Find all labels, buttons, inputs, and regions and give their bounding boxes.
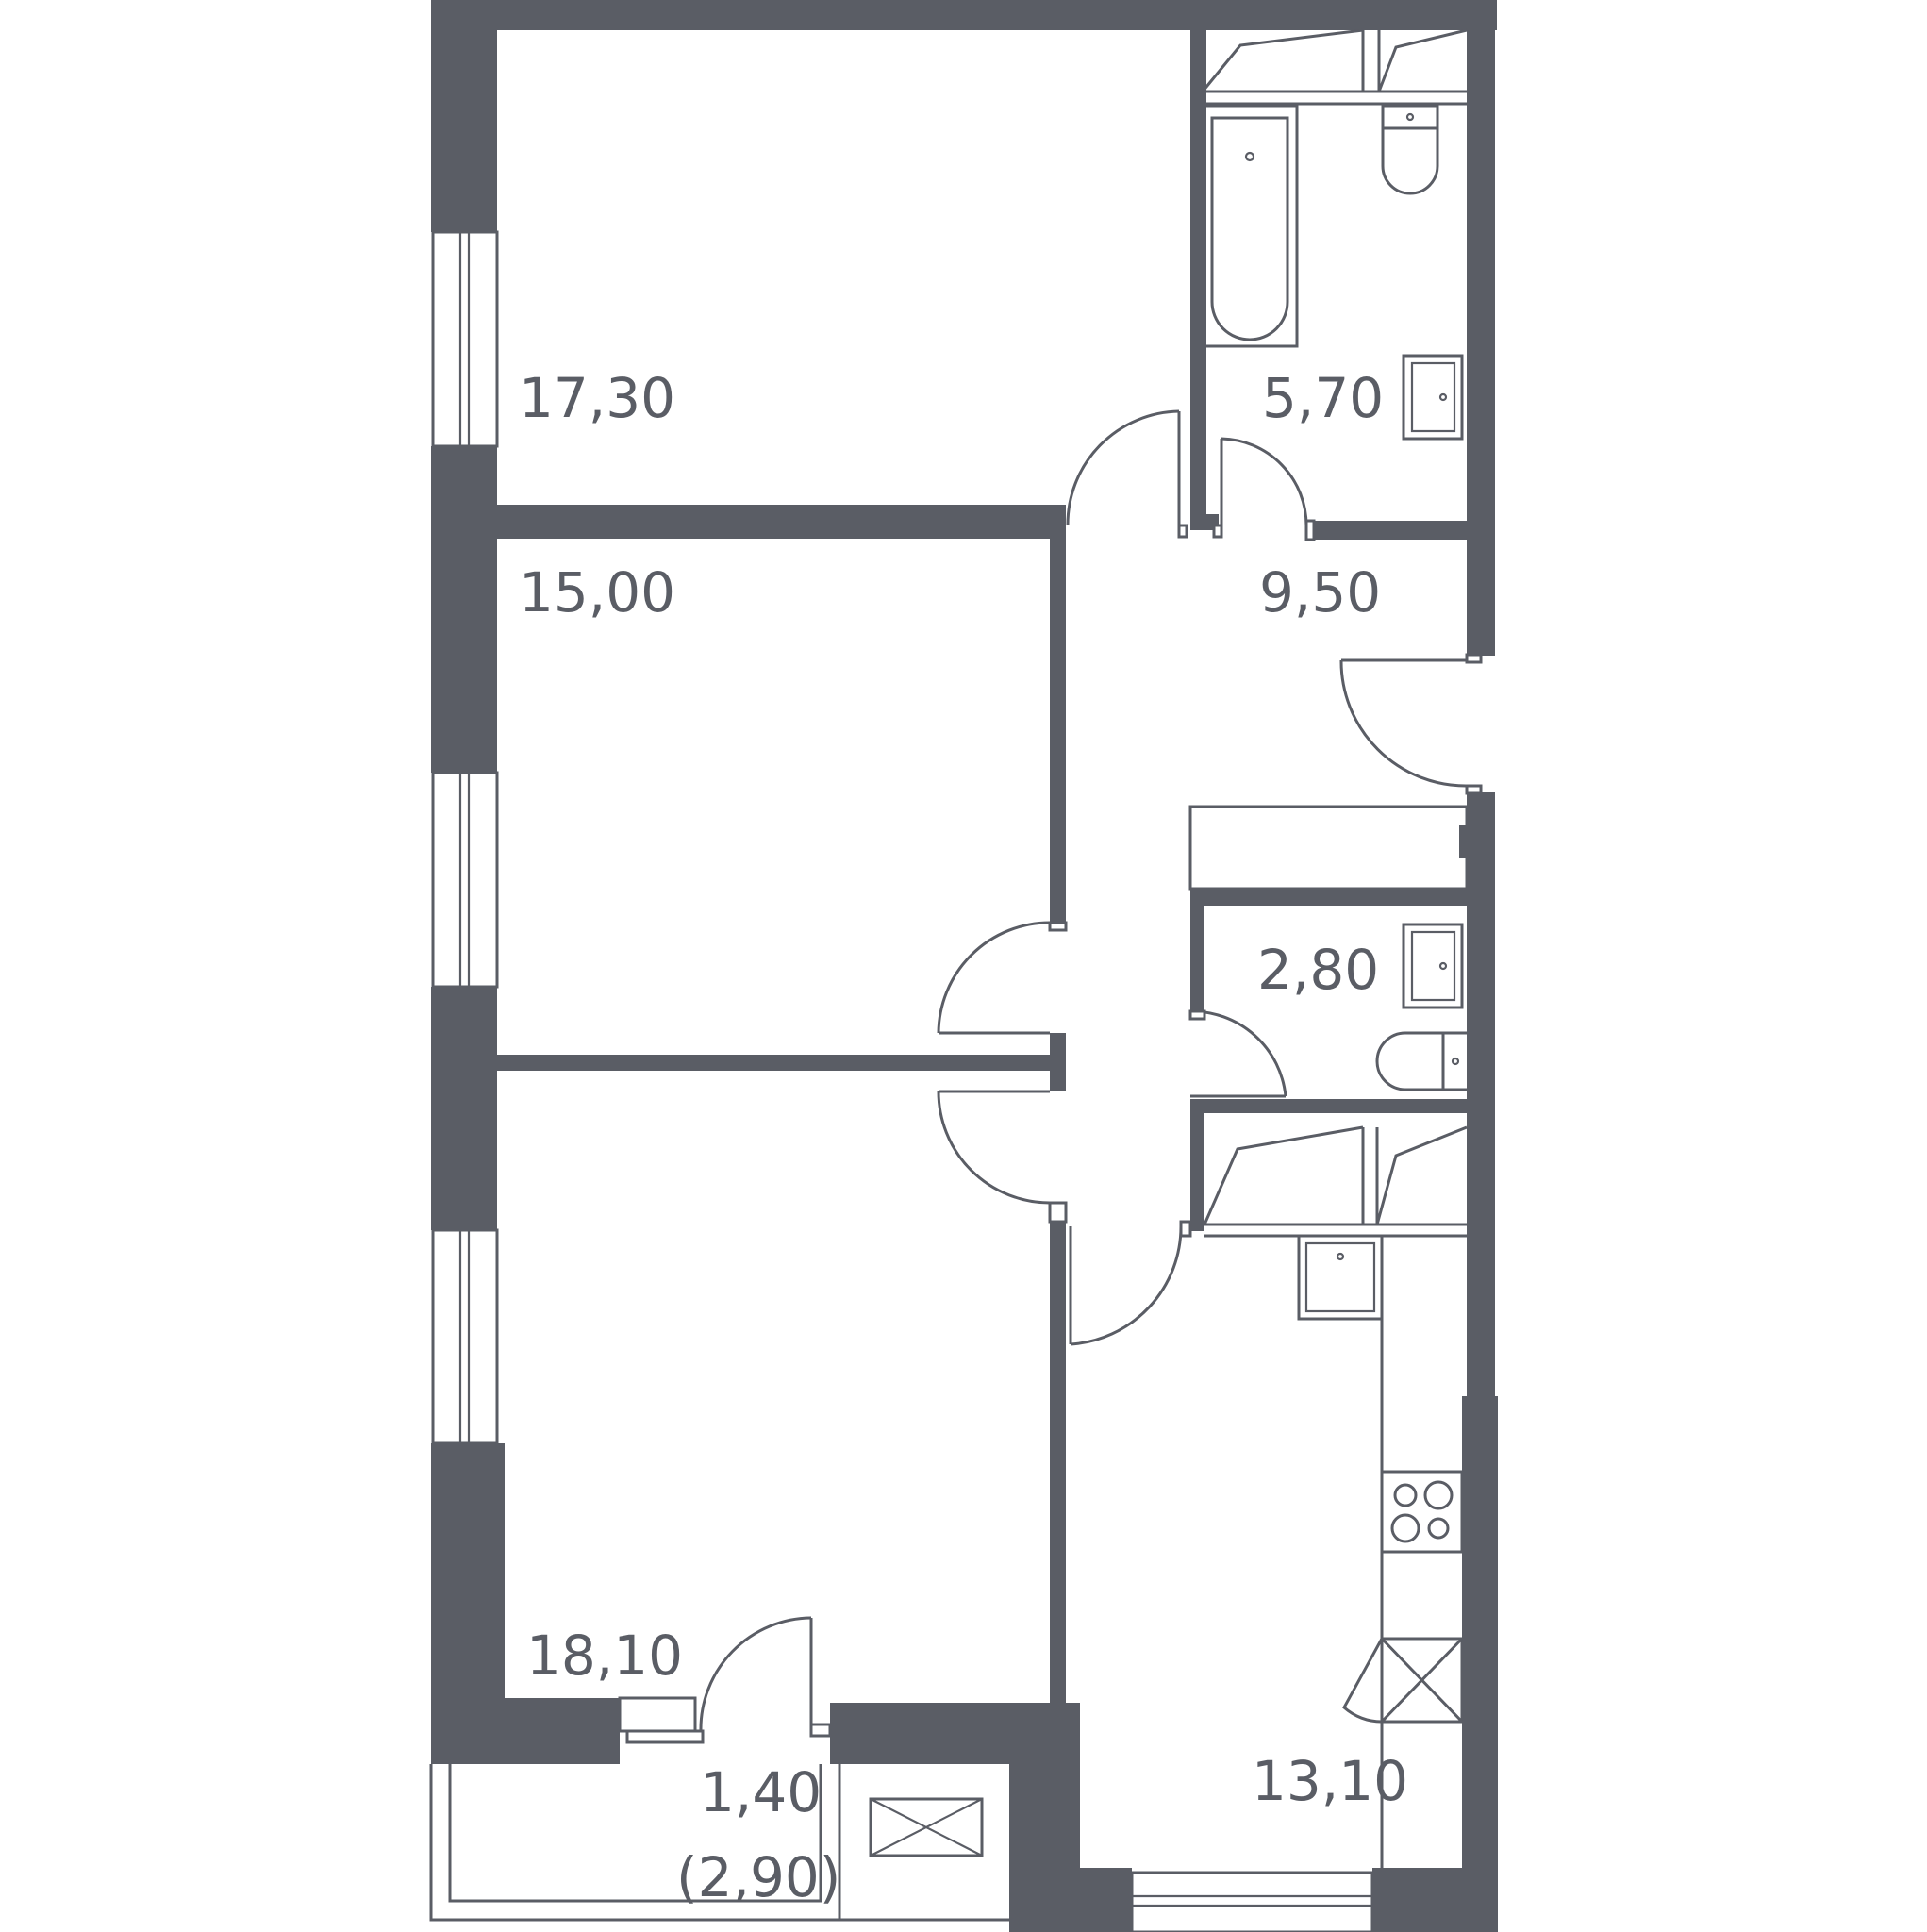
wall-right-top: [1467, 0, 1495, 656]
wall-room2-corridor: [1050, 539, 1066, 923]
wall-room3-kitchen: [1050, 1222, 1066, 1703]
wall-balcony-right: [830, 1703, 1080, 1764]
interior-walls: [497, 30, 1467, 1703]
wall-bath-bottom-right: [1311, 521, 1467, 540]
wall-right-mid: [1467, 792, 1495, 1396]
wall-closet-left: [1190, 1113, 1204, 1231]
door-room-2[interactable]: [937, 921, 1068, 1035]
area-kitchen: 13,10: [1252, 1749, 1408, 1813]
windows: [431, 230, 1374, 1932]
area-room-2: 15,00: [519, 560, 675, 625]
toilet-room-toilet-icon: [1375, 1031, 1467, 1091]
area-room-1: 17,30: [519, 366, 675, 430]
wall-room1-room2: [497, 505, 1066, 539]
area-room-3: 18,10: [526, 1624, 683, 1688]
wall-left-top: [431, 0, 497, 232]
stove-icon: [1380, 1470, 1464, 1554]
wall-right-bottom: [1462, 1396, 1498, 1932]
door-bathroom[interactable]: [1212, 437, 1316, 541]
area-toilet: 2,80: [1257, 938, 1379, 1002]
doors: [699, 409, 1483, 1738]
kitchen-sink-icon: [1297, 1234, 1384, 1321]
door-kitchen[interactable]: [1069, 1220, 1192, 1346]
wall-bottom-right: [1372, 1868, 1498, 1932]
window-room-2: [431, 771, 499, 989]
wall-left-bottom-foot: [431, 1698, 620, 1764]
wall-left-mid2: [431, 987, 497, 1230]
toilet-icon: [1381, 104, 1439, 195]
wall-room2-room3: [497, 1055, 1066, 1071]
door-room-3[interactable]: [937, 1090, 1068, 1224]
wall-stub-corridor-1: [1050, 1033, 1066, 1091]
window-room-1: [431, 230, 499, 448]
washing-machine-icon: [1342, 1637, 1464, 1724]
area-bathroom: 5,70: [1262, 366, 1384, 430]
area-hallway: 9,50: [1259, 560, 1381, 625]
wall-toilet-bottom: [1190, 1099, 1467, 1113]
bathtub-icon: [1201, 104, 1299, 348]
window-kitchen: [1130, 1871, 1374, 1932]
wall-toilet-left: [1190, 906, 1204, 1011]
wall-left-mid1: [431, 446, 497, 773]
area-labels: 17,30 15,00 18,10 5,70 9,50 2,80 13,10 1…: [519, 366, 1408, 1909]
wall-toilet-top: [1190, 889, 1467, 906]
wall-right-notch: [1459, 825, 1495, 858]
sink-icon: [1402, 354, 1464, 441]
wall-top: [431, 0, 1497, 30]
bathroom-fixtures: [1201, 28, 1468, 441]
door-room-1[interactable]: [1066, 409, 1188, 539]
door-toilet[interactable]: [1188, 1009, 1287, 1098]
window-room-3: [431, 1228, 499, 1445]
door-entrance[interactable]: [1339, 653, 1483, 795]
kitchen-fixtures: [1297, 1234, 1464, 1868]
toilet-room-sink-icon: [1402, 923, 1464, 1009]
outer-walls: [431, 0, 1498, 1932]
balcony: [429, 1696, 1009, 1922]
niche-shelf: [1188, 805, 1469, 891]
wall-bath-bottom-left: [1190, 514, 1219, 530]
door-balcony[interactable]: [699, 1616, 832, 1738]
area-balcony: 1,40: [700, 1760, 822, 1824]
toilet-room-fixtures: [1188, 805, 1469, 1238]
ventilation-icon: [869, 1797, 984, 1857]
wall-balcony-right-post: [1009, 1764, 1080, 1932]
area-balcony-full: (2,90): [676, 1845, 840, 1909]
